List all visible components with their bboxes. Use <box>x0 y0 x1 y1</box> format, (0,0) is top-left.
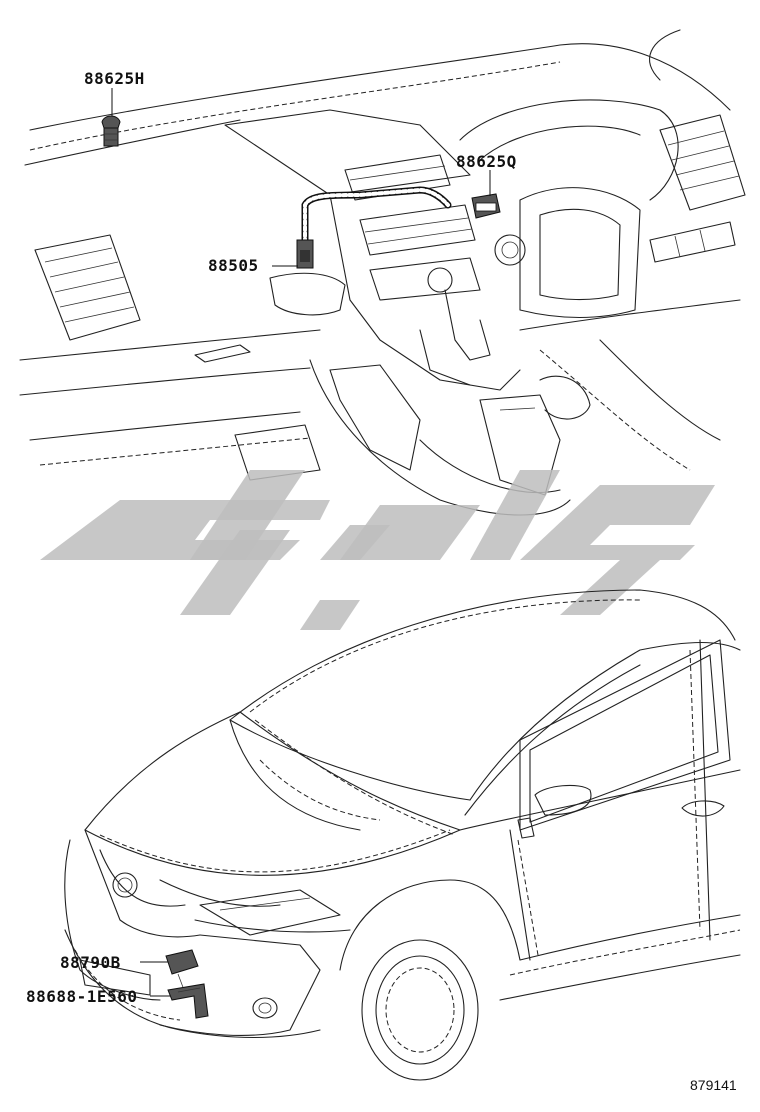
right-vent <box>659 114 746 211</box>
part-label-88625h[interactable]: 88625H <box>84 69 145 88</box>
sensor-bracket-part <box>167 983 209 1019</box>
figure-number: 879141 <box>690 1077 737 1093</box>
instrument-cluster <box>459 99 679 318</box>
center-stack <box>224 109 521 391</box>
part-label-88505[interactable]: 88505 <box>208 256 259 275</box>
wire-harness-part <box>296 186 452 269</box>
sunlight-sensor-part <box>101 115 121 147</box>
part-label-88625q[interactable]: 88625Q <box>456 152 517 171</box>
watermark-logo <box>40 470 715 630</box>
leader-lines <box>111 88 491 997</box>
ambient-temperature-sensor-part <box>165 949 199 991</box>
lower-console <box>309 359 591 516</box>
part-label-88790b[interactable]: 88790B <box>60 953 121 972</box>
left-vent <box>34 234 141 341</box>
part-label-88688-1e560[interactable]: 88688-1E560 <box>26 987 137 1006</box>
dashboard-drawing <box>19 29 746 516</box>
sensor-connector-part <box>471 193 501 219</box>
car-drawing <box>64 589 741 1081</box>
